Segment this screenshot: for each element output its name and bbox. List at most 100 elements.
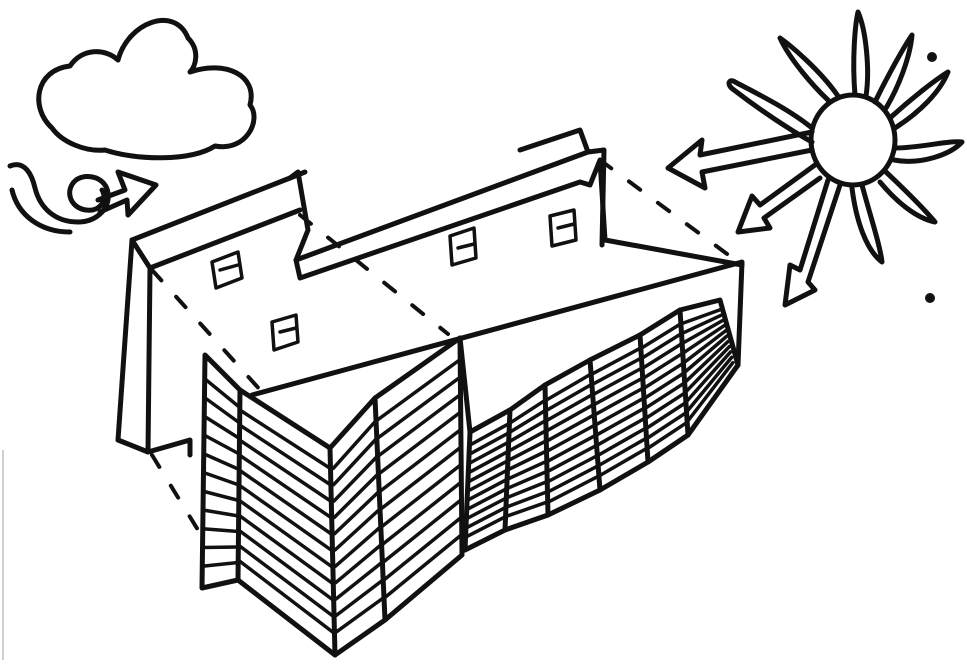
sun-icon	[726, 9, 965, 265]
louvre-slat	[504, 469, 549, 491]
louvre-slat	[202, 433, 242, 456]
louvre-slat	[332, 471, 381, 520]
louvre-slat	[507, 418, 548, 444]
louvre-slat	[333, 506, 383, 552]
louvre-slat	[465, 486, 509, 512]
louvre-slat	[683, 334, 729, 374]
louvre-slat	[236, 558, 337, 636]
louvre-slat	[546, 453, 600, 484]
louvre-slat	[643, 371, 686, 400]
arrow-icon	[665, 129, 815, 191]
louvre-slat	[596, 426, 648, 458]
louvre-slat	[680, 312, 725, 336]
window-icon	[448, 226, 478, 267]
louvre-slat	[545, 413, 596, 443]
louvre-slat	[464, 514, 508, 539]
louvre-slat	[546, 433, 598, 463]
louvre-slat	[236, 528, 336, 603]
louvre-slat	[684, 344, 732, 394]
louvre-slat	[200, 545, 241, 550]
louvre-slat	[593, 386, 646, 417]
dot-marker	[925, 293, 935, 303]
louvre-slat	[334, 577, 386, 618]
louvre-slat	[642, 361, 686, 390]
louvre-slat	[591, 366, 644, 397]
louvre-slat	[683, 339, 730, 384]
cloud-icon	[36, 18, 257, 161]
louvre-slat	[593, 396, 646, 427]
louvre-slat	[202, 414, 242, 441]
louvre-slat	[506, 428, 548, 454]
louvre-slat	[546, 463, 601, 494]
louvre-slat	[641, 351, 685, 380]
louvre-slat	[332, 453, 380, 503]
louvre-slat	[201, 508, 241, 518]
sun-ray-arrows	[665, 129, 843, 308]
louvre-slat	[377, 392, 463, 457]
louvre-slat	[545, 423, 597, 453]
louvre-slat	[380, 462, 463, 528]
louvre-slat	[237, 453, 334, 520]
louvre-slat	[547, 474, 601, 504]
louvre-slat	[201, 527, 241, 534]
louvre-slat	[681, 323, 727, 355]
louvre-slat	[505, 459, 549, 482]
louvre-slat	[646, 420, 690, 450]
dashed-hidden-lines	[150, 158, 744, 532]
window-icon	[548, 208, 578, 248]
louvre-slat	[466, 458, 510, 484]
louvre-slat	[237, 438, 333, 504]
louvre-slat	[382, 515, 464, 582]
louvre-slat	[592, 376, 645, 407]
arrow-icon	[735, 162, 823, 235]
louvre-slat	[238, 408, 333, 471]
louvre-slat	[596, 436, 649, 468]
louvre-slat	[381, 480, 464, 546]
louvre-slat	[544, 382, 594, 413]
louvre-slat	[544, 372, 593, 402]
window-icon	[210, 250, 244, 290]
louvre-slat	[236, 543, 336, 619]
louvre-slat	[376, 375, 463, 440]
louvre-slat	[466, 449, 511, 475]
louvre-slat	[505, 449, 549, 472]
folded-louvre-facade	[199, 297, 741, 658]
louvre-slat	[464, 505, 508, 530]
louvre-slat	[595, 416, 648, 448]
louvre-slat	[201, 470, 241, 487]
louvre-slat	[504, 479, 549, 500]
dot-marker	[927, 52, 937, 62]
louvre-slat	[202, 395, 242, 425]
louvre-slat	[681, 318, 726, 345]
louvre-slat	[331, 435, 380, 487]
louvre-slat	[506, 439, 548, 463]
louvre-slat	[465, 477, 509, 502]
louvre-slat	[237, 498, 335, 570]
building-block	[115, 127, 745, 458]
louvre-slat	[334, 595, 386, 634]
louvre-slat	[378, 410, 463, 475]
louvre-slat	[590, 356, 644, 387]
louvre-slat	[379, 427, 463, 493]
louvre-slat	[465, 496, 508, 521]
louvre-slat	[597, 446, 650, 478]
louvre-slat	[202, 452, 241, 472]
louvre-slat	[331, 418, 379, 471]
louvre-slat	[546, 443, 599, 474]
louvre-slat	[644, 390, 688, 420]
louvre-slat	[643, 381, 687, 410]
louvre-slat	[237, 468, 334, 537]
louvre-slat	[236, 513, 336, 586]
louvre-slat	[467, 430, 511, 457]
louvre-slat	[503, 500, 550, 519]
louvre-slat	[645, 400, 688, 430]
louvre-slat	[332, 489, 382, 536]
louvre-slat	[545, 392, 595, 423]
louvre-slat	[203, 377, 242, 410]
louvre-slat	[507, 398, 547, 426]
louvre-slat	[507, 408, 548, 435]
louvre-slat	[590, 346, 643, 376]
louvre-slat	[466, 468, 510, 493]
louvre-slat	[334, 560, 385, 601]
